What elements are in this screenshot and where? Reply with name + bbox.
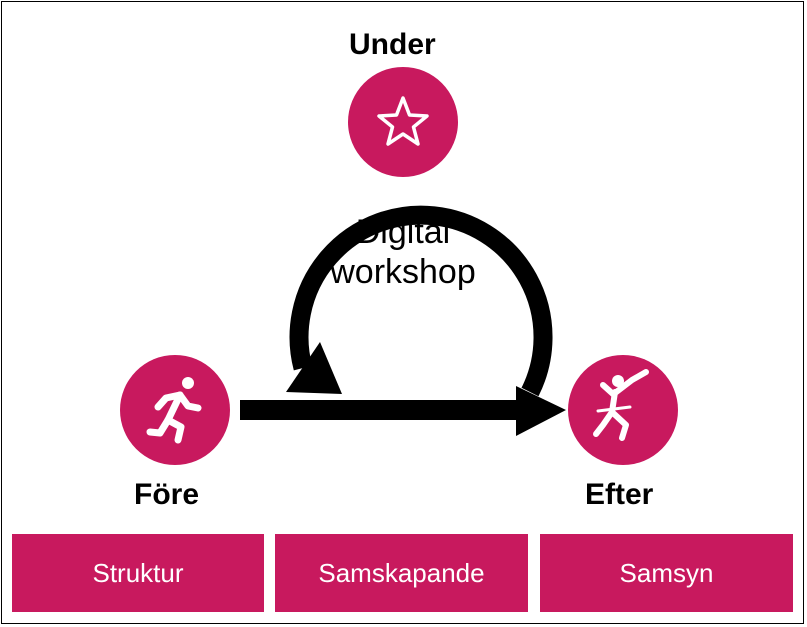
box-samskapande: Samskapande [275,534,528,612]
center-label-line-1: Digital [355,213,451,251]
celebrating-person-icon [593,369,649,441]
center-label-line-2: workshop [330,253,476,291]
efter-circle [568,355,678,465]
stage-label-fore: Före [134,478,200,511]
box-struktur: Struktur [12,534,264,612]
stage-label-under: Under [349,28,436,61]
center-label: Digital workshop [303,212,503,292]
box-samsyn: Samsyn [540,534,793,612]
straight-arrowhead [516,386,566,436]
running-person-icon [146,377,202,444]
stage-label-efter: Efter [585,478,654,511]
star-icon [377,96,429,146]
straight-arrow-shaft [240,400,518,420]
loop-arrow [289,205,553,397]
loop-arrowhead [286,342,342,394]
under-circle [348,67,458,177]
